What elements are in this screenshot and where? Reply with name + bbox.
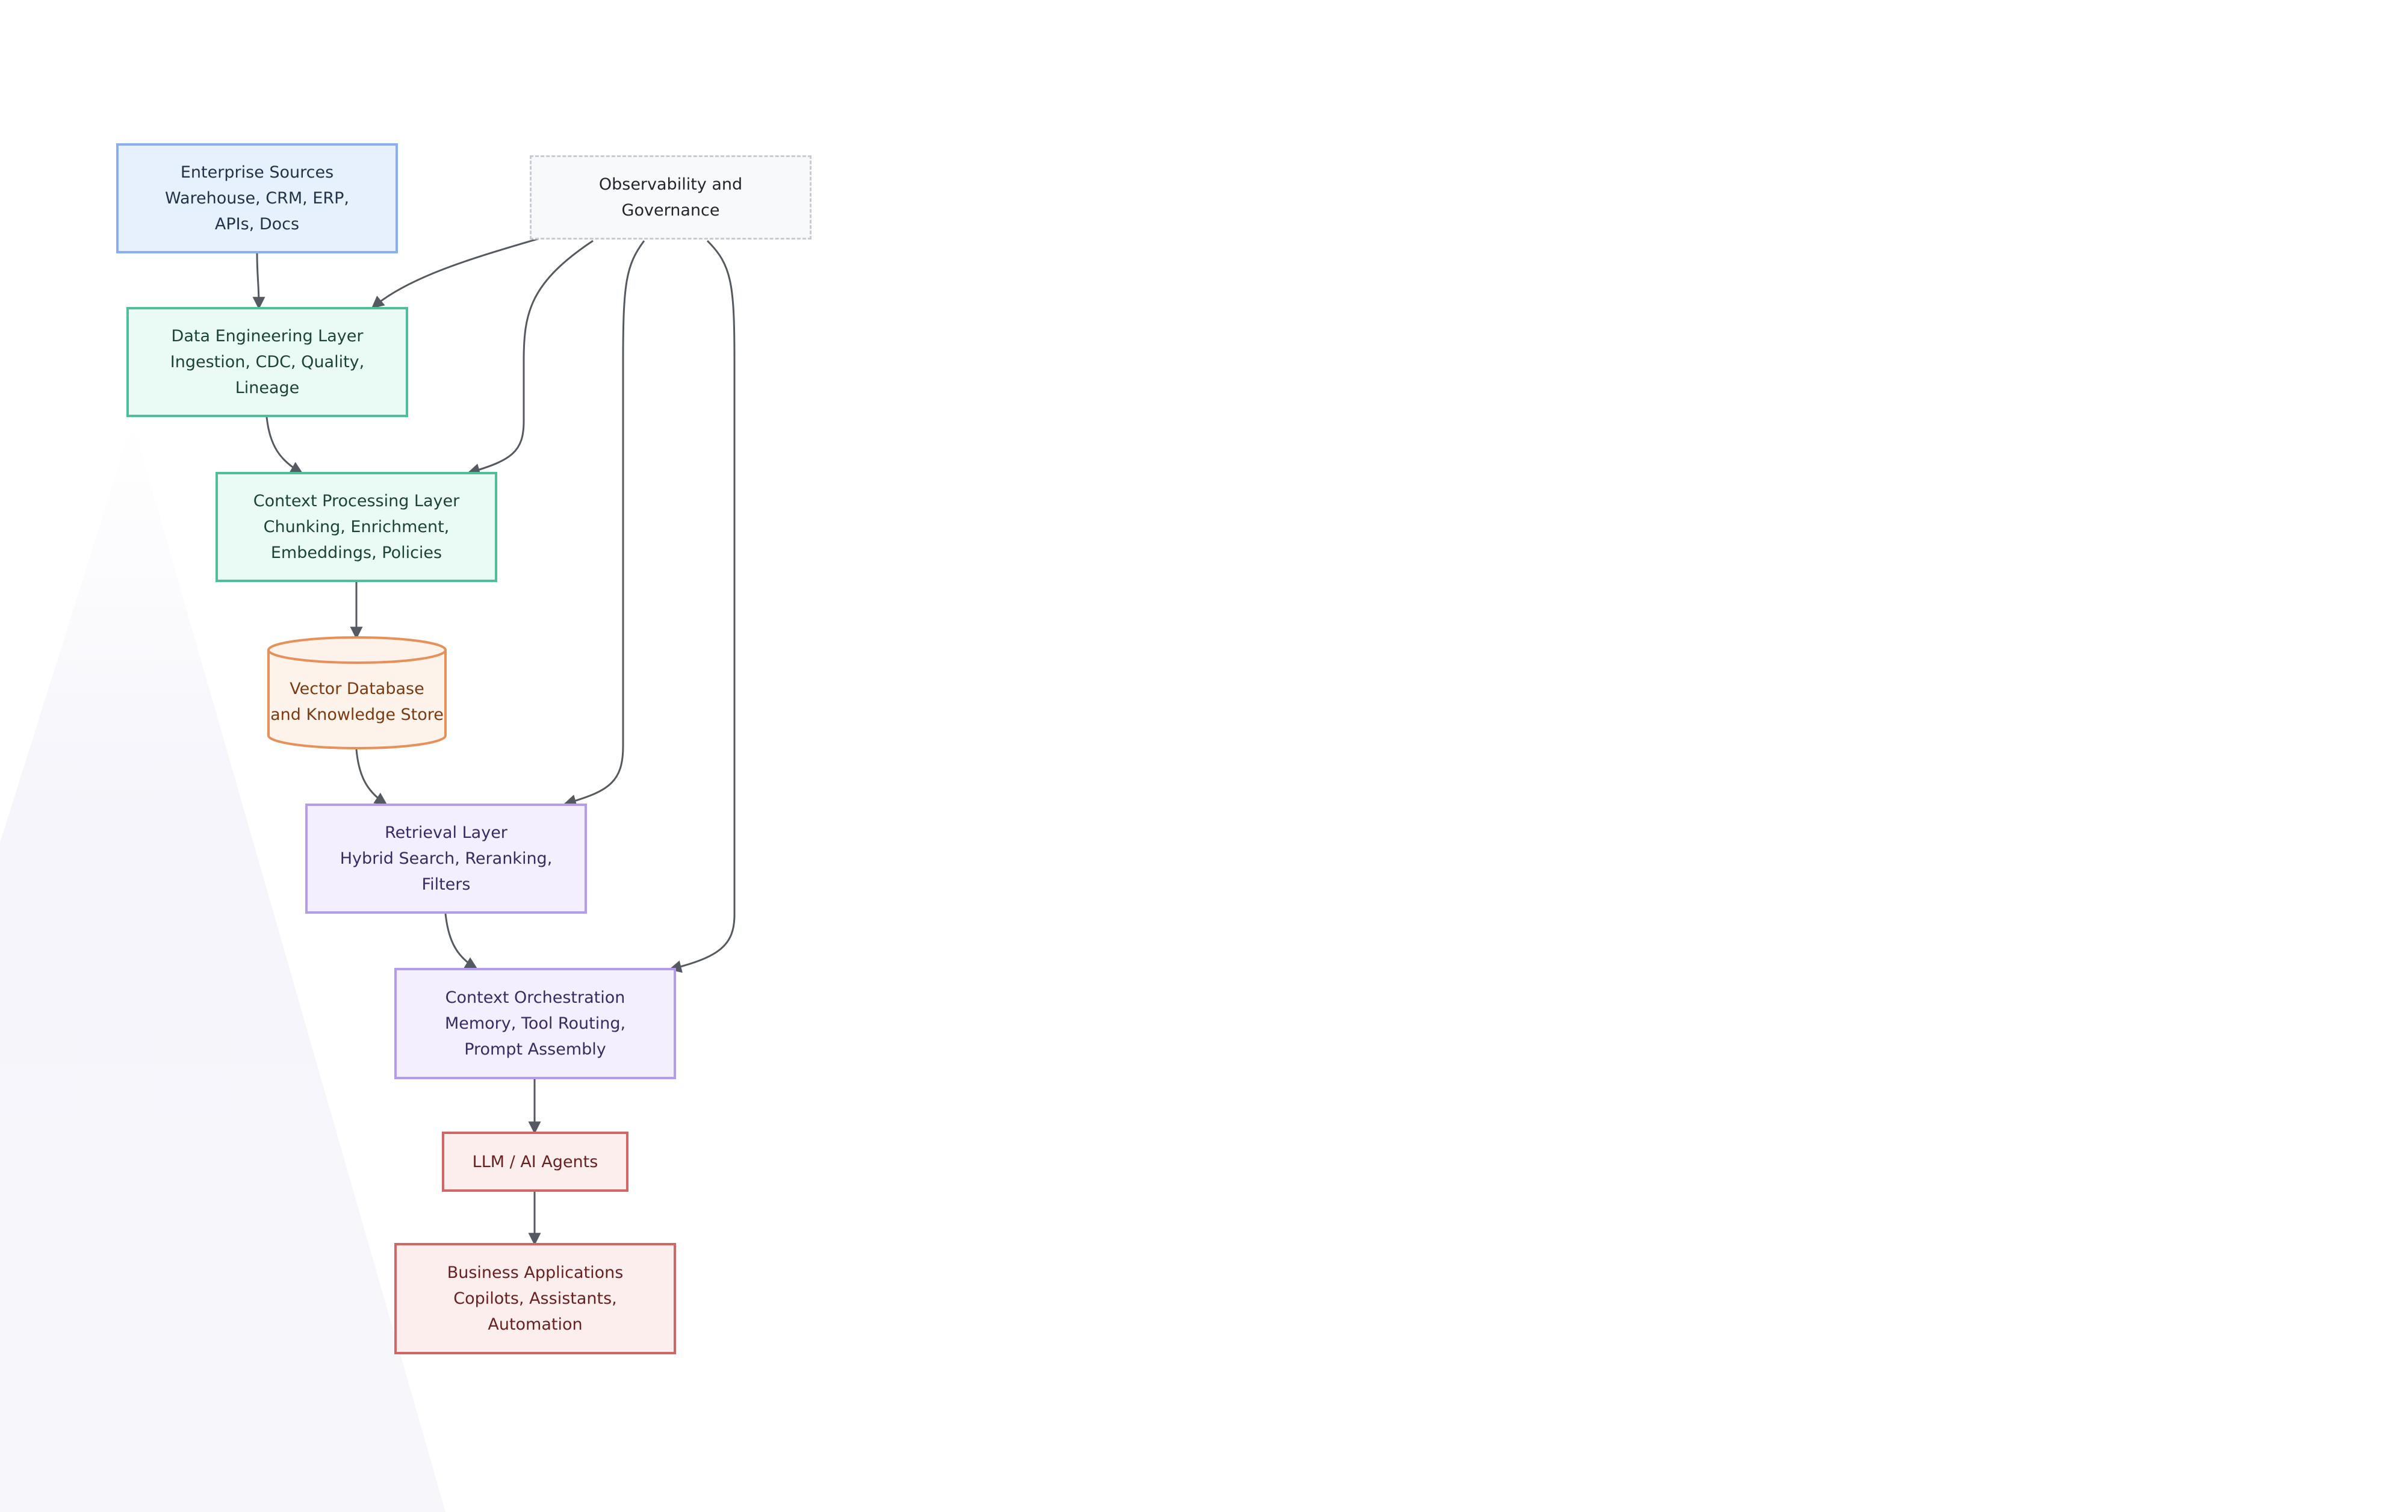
node-business-apps-line-2: Copilots, Assistants, (453, 1289, 617, 1308)
node-orchestration-line-2: Memory, Tool Routing, (444, 1014, 626, 1033)
edge-data-engineering-to-context-processing (265, 417, 303, 474)
node-observability-line-1: Observability and (598, 175, 743, 194)
node-context-orchestration: Context Orchestration Memory, Tool Routi… (394, 968, 676, 1079)
node-business-applications: Business Applications Copilots, Assistan… (394, 1243, 676, 1354)
node-data-engineering-layer: Data Engineering Layer Ingestion, CDC, Q… (126, 307, 408, 417)
node-data-engineering-line-1: Data Engineering Layer (171, 327, 364, 345)
node-observability-governance: Observability and Governance (530, 155, 811, 240)
node-data-engineering-line-2: Ingestion, CDC, Quality, (170, 353, 365, 371)
node-orchestration-line-1: Context Orchestration (445, 988, 625, 1007)
node-context-processing-line-2: Chunking, Enrichment, (263, 518, 450, 536)
node-vector-database-line-1: Vector Database (290, 680, 424, 698)
node-retrieval-line-2: Hybrid Search, Reranking, (340, 849, 553, 868)
edge-observability-to-orchestration (668, 240, 736, 973)
node-retrieval-line-1: Retrieval Layer (385, 823, 507, 842)
node-business-apps-line-1: Business Applications (447, 1263, 624, 1282)
node-business-apps-line-3: Automation (488, 1315, 583, 1334)
node-enterprise-sources-line-2: Warehouse, CRM, ERP, (165, 189, 349, 208)
node-context-processing-line-3: Embeddings, Policies (270, 544, 442, 562)
node-vector-database-line-2: and Knowledge Store (270, 705, 444, 724)
edge-vector-db-to-retrieval (355, 749, 388, 805)
edge-retrieval-to-orchestration (444, 913, 478, 970)
node-llm-line-1: LLM / AI Agents (472, 1152, 598, 1171)
edge-observability-to-context-processing (467, 240, 594, 476)
node-vector-database: Vector Database and Knowledge Store (267, 636, 447, 750)
node-observability-line-2: Governance (621, 201, 720, 220)
edge-observability-to-retrieval (563, 240, 645, 807)
edge-sources-to-data-engineering (252, 252, 265, 310)
edge-observability-to-data-engineering (371, 237, 542, 309)
node-llm-ai-agents: LLM / AI Agents (442, 1132, 628, 1192)
node-context-processing-line-1: Context Processing Layer (253, 492, 460, 510)
node-data-engineering-line-3: Lineage (235, 379, 300, 397)
node-retrieval-layer: Retrieval Layer Hybrid Search, Reranking… (305, 804, 587, 914)
node-orchestration-line-3: Prompt Assembly (464, 1040, 606, 1059)
node-enterprise-sources-line-1: Enterprise Sources (180, 163, 334, 182)
node-enterprise-sources: Enterprise Sources Warehouse, CRM, ERP, … (116, 143, 398, 253)
node-enterprise-sources-line-3: APIs, Docs (214, 215, 300, 234)
node-retrieval-line-3: Filters (421, 875, 471, 894)
node-context-processing-layer: Context Processing Layer Chunking, Enric… (216, 472, 497, 582)
